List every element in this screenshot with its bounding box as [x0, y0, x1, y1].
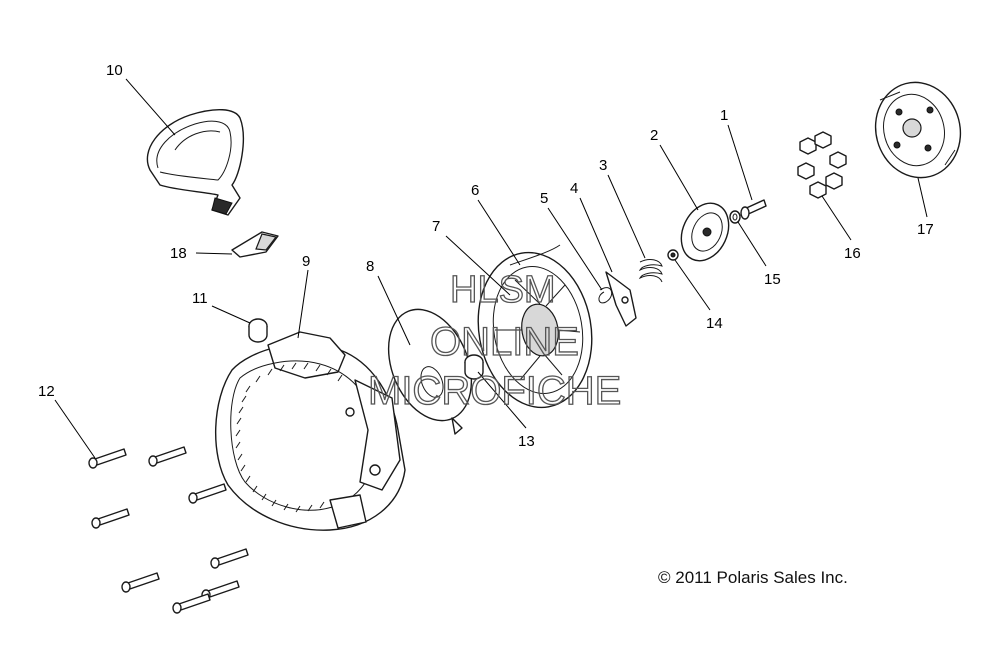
callout-10: 10: [106, 62, 123, 79]
part-6-rope: [509, 244, 561, 266]
part-3-spring: [638, 258, 663, 283]
callouts: 1 2 3 4 5 6 7 8 9 10 11 12 13 14 15 16 1…: [38, 62, 934, 450]
part-5-clip-spring: [598, 287, 613, 304]
part-10-starter-handle: [146, 109, 244, 216]
callout-12: 12: [38, 383, 55, 400]
callout-2: 2: [650, 127, 658, 144]
callout-3: 3: [599, 157, 607, 174]
callout-7: 7: [432, 218, 440, 235]
callout-9: 9: [302, 253, 310, 270]
watermark-line1: HLSM: [450, 269, 556, 311]
watermark-line3: MICROFICHE: [368, 369, 621, 413]
part-13-bushing: [464, 354, 484, 380]
callout-18: 18: [170, 245, 187, 262]
callout-13: 13: [518, 433, 535, 450]
callout-14: 14: [706, 315, 723, 332]
callout-15: 15: [764, 271, 781, 288]
part-12-bolts: [88, 446, 249, 614]
part-14-pin: [667, 249, 679, 261]
part-17-drive-cup: [874, 81, 962, 179]
part-11-plug: [248, 318, 268, 343]
watermark-line2: ONLINE: [430, 320, 579, 364]
part-18-clip: [231, 231, 279, 258]
part-9-recoil-housing: [215, 331, 406, 531]
callout-8: 8: [366, 258, 374, 275]
part-15-washer: [729, 210, 741, 224]
part-1-screw: [740, 199, 767, 220]
part-2-friction-plate: [680, 202, 730, 262]
callout-4: 4: [570, 180, 578, 197]
callout-1: 1: [720, 107, 728, 124]
watermark: HLSM ONLINE MICROFICHE: [367, 268, 622, 413]
callout-5: 5: [540, 190, 548, 207]
copyright-notice: © 2011 Polaris Sales Inc.: [658, 568, 848, 587]
callout-16: 16: [844, 245, 861, 262]
callout-17: 17: [917, 221, 934, 238]
part-16-nuts: [797, 131, 847, 199]
part-8-spring-disc: [387, 308, 473, 435]
part-4-pawl: [605, 271, 637, 327]
callout-11: 11: [192, 290, 208, 307]
leader-lines: [54, 78, 928, 459]
callout-6: 6: [471, 182, 479, 199]
